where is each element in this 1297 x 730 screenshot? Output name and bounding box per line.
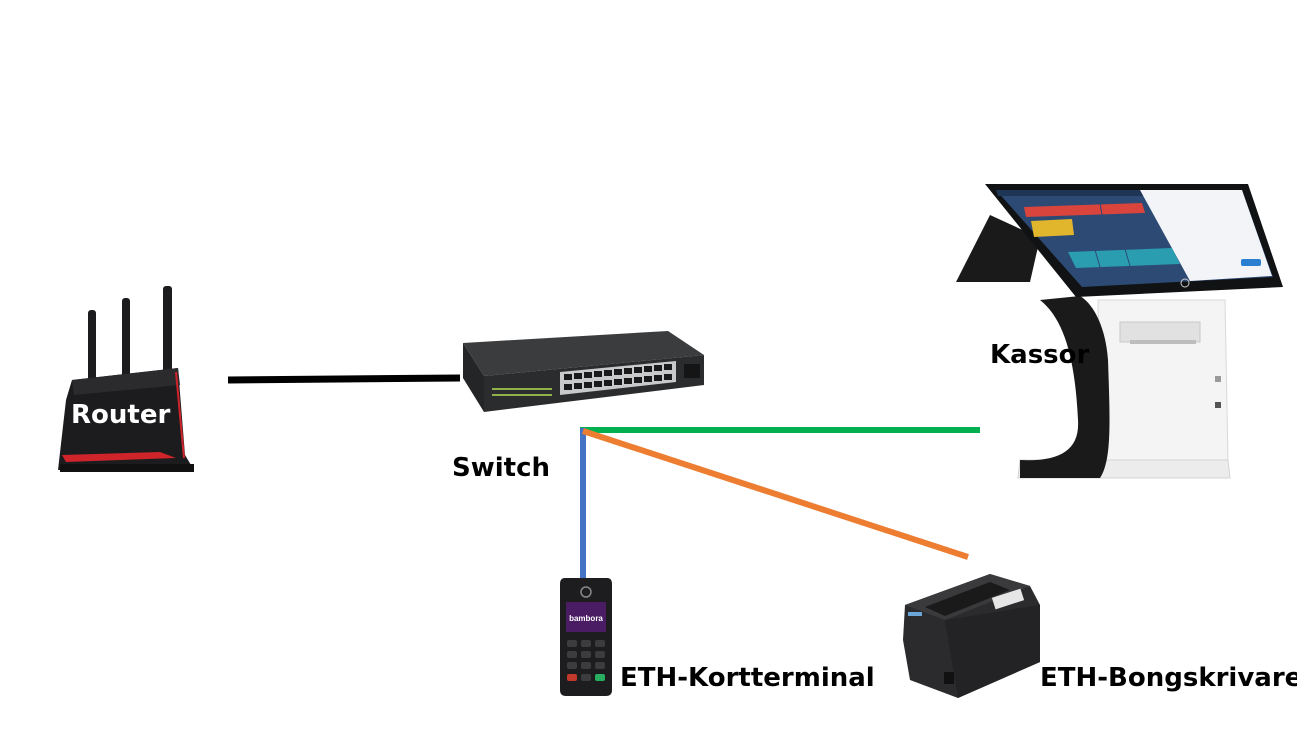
- printer-label: ETH-Bongskrivare: [1040, 663, 1297, 693]
- switch-label: Switch: [452, 453, 551, 483]
- terminal-label: ETH-Kortterminal: [620, 663, 875, 693]
- kassor-label: Kassor: [990, 340, 1090, 370]
- card-terminal-icon: bambora: [560, 578, 612, 696]
- router-switch-cable: [227, 374, 461, 384]
- pos-terminal-icon: [956, 184, 1283, 479]
- receipt-printer-icon: [903, 574, 1040, 698]
- switch-printer-cable: [582, 428, 969, 560]
- router-label: Router: [71, 400, 171, 430]
- router-icon: [58, 286, 194, 472]
- switch-icon: [463, 331, 704, 412]
- terminal-brand-text: bambora: [569, 614, 603, 623]
